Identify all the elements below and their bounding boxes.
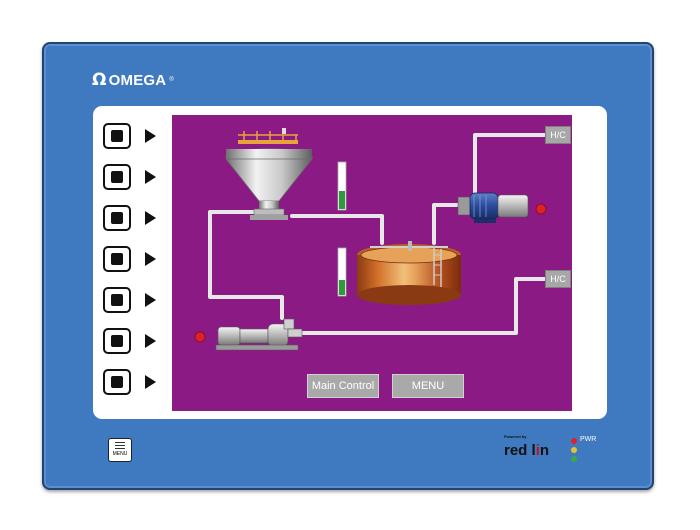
softkey-square-icon — [111, 294, 123, 306]
red-lion-logo: Powered by red lin — [504, 434, 550, 459]
menu-key-label: MENU — [112, 451, 128, 457]
pwr-label: PWR — [580, 436, 597, 443]
softkey-2[interactable] — [103, 164, 131, 190]
pwr-led-green — [571, 456, 577, 462]
process-screen: H/C H/C Main Control MENU — [172, 115, 572, 411]
softkey-4[interactable] — [103, 246, 131, 272]
mixing-tank-icon — [357, 241, 461, 305]
softkey-arrow-icon — [145, 170, 156, 184]
softkey-arrow-icon — [145, 334, 156, 348]
softkey-square-icon — [111, 171, 123, 183]
omega-logo: Ω OMEGA ® — [92, 70, 174, 90]
maker-accent: i — [535, 442, 540, 459]
hmi-bezel: Ω OMEGA ® — [42, 42, 654, 490]
pipe-hopper-to-pump — [208, 210, 284, 320]
softkey-square-icon — [111, 212, 123, 224]
hc-top-indicator[interactable]: H/C — [545, 126, 571, 144]
maker-right: n — [539, 442, 550, 459]
softkey-3[interactable] — [103, 205, 131, 231]
level-indicator-upper — [337, 161, 347, 211]
motor-icon — [457, 192, 529, 223]
softkey-arrow-icon — [145, 211, 156, 225]
level-indicator-lower — [337, 247, 347, 297]
softkey-square-icon — [111, 130, 123, 142]
pipe-motor-to-hc-top — [473, 133, 546, 195]
softkey-arrow-icon — [145, 252, 156, 266]
softkey-square-icon — [111, 253, 123, 265]
alarm-light-pump — [194, 331, 206, 343]
pipes — [208, 133, 546, 335]
pwr-led-red — [571, 438, 577, 444]
registered-mark: ® — [169, 77, 174, 83]
display-panel: H/C H/C Main Control MENU — [93, 106, 607, 419]
pwr-led-yellow — [571, 447, 577, 453]
softkey-arrow-icon — [145, 375, 156, 389]
softkey-7[interactable] — [103, 369, 131, 395]
pump-icon — [215, 318, 303, 351]
hardware-menu-key[interactable]: MENU — [108, 438, 132, 462]
softkey-5[interactable] — [103, 287, 131, 313]
softkey-6[interactable] — [103, 328, 131, 354]
softkey-square-icon — [111, 335, 123, 347]
softkey-arrow-icon — [145, 129, 156, 143]
hopper-icon — [225, 128, 313, 220]
softkey-square-icon — [111, 376, 123, 388]
process-diagram — [194, 128, 547, 351]
alarm-light-motor — [535, 203, 547, 215]
softkey-arrow-icon — [145, 293, 156, 307]
powered-by-text: Powered by — [504, 434, 527, 439]
pipe-tank-to-motor — [432, 203, 464, 245]
softkey-1[interactable] — [103, 123, 131, 149]
omega-icon: Ω — [92, 70, 107, 90]
screen-menu-button[interactable]: MENU — [392, 374, 464, 398]
main-control-button[interactable]: Main Control — [307, 374, 379, 398]
logo-text: OMEGA — [108, 71, 167, 89]
menu-bars-icon — [115, 442, 125, 450]
hc-bottom-indicator[interactable]: H/C — [545, 270, 571, 288]
maker-left: red l — [504, 442, 536, 459]
pipe-pump-to-hc-bottom — [298, 277, 546, 335]
pipe-hopper-to-tank — [290, 214, 384, 245]
